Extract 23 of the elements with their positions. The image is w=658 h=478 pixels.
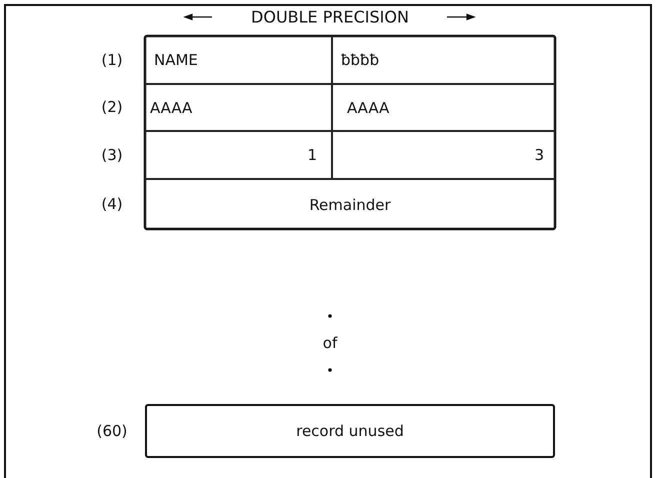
table-cell <box>145 131 332 179</box>
cell-text: Remainder <box>309 196 391 214</box>
row-number: (3) <box>101 146 123 164</box>
cell-text: AAAA <box>347 98 390 116</box>
cell-text: 3 <box>534 146 544 164</box>
table-cell <box>145 179 555 229</box>
row-number: (1) <box>101 51 123 69</box>
row-number: (2) <box>101 98 123 116</box>
cell-text: record unused <box>296 422 404 440</box>
table-cell <box>332 131 555 179</box>
table-cell <box>145 84 332 131</box>
cell-text: AAAA <box>150 98 192 116</box>
cell-text: ƀƀƀƀ <box>341 51 380 69</box>
cell-text: 1 <box>307 146 317 164</box>
ellipsis-text: of <box>322 334 338 352</box>
record-box <box>145 404 555 458</box>
table-cell <box>145 36 332 84</box>
title: DOUBLE PRECISION <box>251 8 409 26</box>
row-number: (60) <box>96 422 128 440</box>
table-cell <box>332 84 555 131</box>
table-cell <box>332 36 555 84</box>
row-number: (4) <box>101 195 123 213</box>
cell-text: NAME <box>154 51 198 69</box>
